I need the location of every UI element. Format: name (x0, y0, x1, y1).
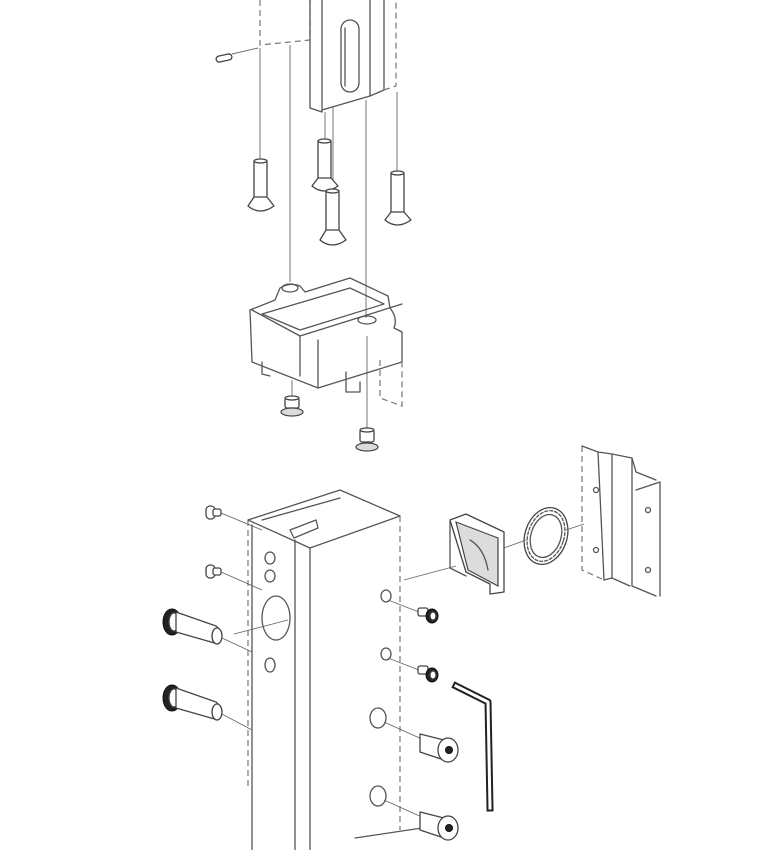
countersunk-screw-3 (319, 188, 347, 246)
assembly-axis-lines (259, 45, 398, 430)
lock-clip (403, 513, 505, 595)
button-screw-2 (355, 427, 379, 452)
small-screw-2 (205, 564, 263, 591)
countersunk-screw-4 (384, 170, 412, 226)
button-screw-1 (280, 395, 304, 417)
side-screw-1 (387, 599, 439, 624)
center-hole-axis (233, 619, 289, 635)
lower-post (247, 489, 423, 850)
bracket-cup (249, 277, 403, 407)
countersunk-screw-2 (311, 138, 339, 192)
upper-post (259, 0, 397, 113)
side-screw-2 (387, 657, 439, 683)
set-screw (215, 47, 259, 63)
countersunk-screw-1 (247, 158, 275, 212)
mounting-plate (581, 445, 661, 597)
shoulder-bolt-2 (162, 684, 253, 731)
shoulder-bolt-1 (162, 608, 253, 653)
flat-head-bolt-2 (383, 799, 459, 841)
hex-key (451, 681, 494, 812)
small-screw-1 (205, 505, 263, 531)
lock-nut (503, 507, 585, 565)
flat-head-bolt-1 (383, 721, 459, 763)
